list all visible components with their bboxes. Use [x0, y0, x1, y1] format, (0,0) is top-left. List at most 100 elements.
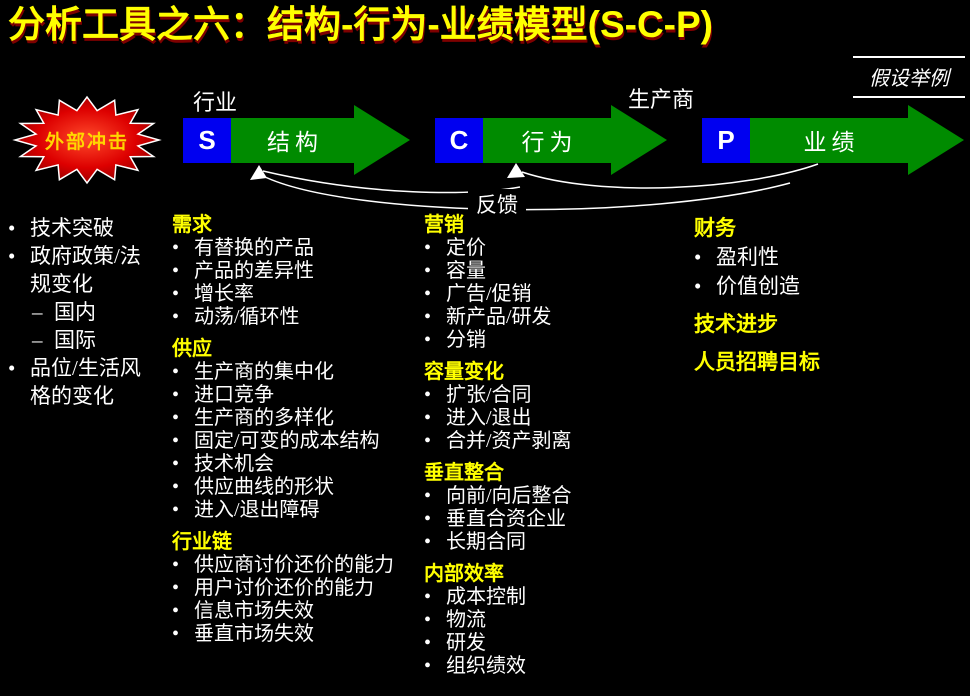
- conduct-letter-box: C: [435, 117, 483, 163]
- performance-arrow-label: 业绩: [750, 117, 908, 163]
- list-item: –国内: [8, 298, 158, 326]
- list-item-text: 分销: [446, 329, 486, 351]
- dash-icon: –: [32, 328, 43, 352]
- structure-letter-box: S: [183, 117, 231, 163]
- list-item-text: 组织绩效: [446, 655, 526, 677]
- bullet-list: •成本控制•物流•研发•组织绩效: [424, 586, 664, 678]
- section-header: 需求: [172, 214, 212, 236]
- list-item-text: 成本控制: [446, 586, 526, 608]
- list-item-text: 容量: [446, 260, 486, 282]
- bullet-icon: •: [172, 384, 180, 406]
- list-item: • 组织绩效: [424, 655, 664, 678]
- bullet-icon: •: [424, 508, 432, 530]
- list-item: • 垂直市场失效: [172, 623, 426, 646]
- list-item: •有替换的产品: [172, 237, 426, 260]
- list-item: •成本控制: [424, 586, 664, 609]
- bullet-icon: •: [172, 554, 180, 576]
- bullet-list: • 向前/向后整合• 垂直合资企业 • 长期合同: [424, 485, 664, 554]
- hypothetical-example-tag: 假设举例: [853, 56, 965, 98]
- list-item: •容量: [424, 260, 664, 283]
- bullet-icon: •: [424, 283, 432, 305]
- column-structure: 需求•有替换的产品•产品的差异性•增长率•动荡/循环性供应•生产商的集中化•进口…: [172, 214, 426, 646]
- list-item: • 价值创造: [694, 272, 954, 301]
- bullet-icon: •: [172, 577, 180, 599]
- list-item: •广告/促销: [424, 283, 664, 306]
- bullet-icon: •: [8, 356, 16, 380]
- list-item: • 进入/退出: [424, 407, 664, 430]
- bullet-icon: •: [172, 453, 180, 475]
- list-item: •增长率: [172, 283, 426, 306]
- section-header: 人员招聘目标: [694, 350, 820, 374]
- list-item-text: 长期合同: [446, 531, 526, 553]
- list-item: •政府政策/法规变化: [8, 242, 158, 298]
- list-item-text: 产品的差异性: [194, 260, 314, 282]
- list-item: •定价: [424, 237, 664, 260]
- list-item-text: 垂直市场失效: [194, 623, 314, 645]
- bullet-icon: •: [424, 407, 432, 429]
- list-item: •生产商的集中化: [172, 361, 426, 384]
- list-item-text: 进入/退出障碍: [194, 499, 320, 521]
- list-item: •进口竞争: [172, 384, 426, 407]
- bullet-icon: •: [424, 430, 432, 452]
- list-item-text: 垂直合资企业: [446, 508, 566, 530]
- column-external-shocks: •技术突破•政府政策/法规变化–国内–国际•品位/生活风格的变化: [8, 214, 158, 410]
- list-item-text: 扩张/合同: [446, 384, 532, 406]
- bullet-icon: •: [694, 274, 702, 298]
- list-item-text: 向前/向后整合: [446, 485, 572, 507]
- list-item: • 用户讨价还价的能力: [172, 577, 426, 600]
- industry-label: 行业: [193, 90, 238, 115]
- list-item-text: 价值创造: [716, 274, 800, 298]
- list-item-text: 进入/退出: [446, 407, 532, 429]
- list-item: • 向前/向后整合: [424, 485, 664, 508]
- bullet-icon: •: [172, 623, 180, 645]
- list-item-text: 合并/资产剥离: [446, 430, 572, 452]
- conduct-arrow: C 行为: [435, 105, 667, 175]
- section-header: 技术进步: [694, 312, 778, 336]
- arrow-head-icon: [611, 105, 667, 175]
- list-item-text: 供应曲线的形状: [194, 476, 334, 498]
- bullet-icon: •: [424, 632, 432, 654]
- list-item-text: 技术突破: [30, 216, 114, 240]
- list-item: –国际: [8, 326, 158, 354]
- list-item: •动荡/循环性: [172, 306, 426, 329]
- bullet-icon: •: [424, 485, 432, 507]
- structure-arrow-label: 结构: [231, 117, 354, 163]
- bullet-icon: •: [424, 655, 432, 677]
- bullet-icon: •: [172, 306, 180, 328]
- external-shock-burst: 外部冲击: [12, 94, 162, 186]
- list-item: •生产商的多样化: [172, 407, 426, 430]
- bullet-list: •供应商讨价还价的能力•用户讨价还价的能力•信息市场失效•垂直市场失效: [172, 554, 426, 646]
- bullet-icon: •: [424, 329, 432, 351]
- list-item-text: 用户讨价还价的能力: [194, 577, 374, 599]
- list-item-text: 技术机会: [194, 453, 274, 475]
- bullet-list: •定价•容量•广告/促销•新产品/研发•分销: [424, 237, 664, 352]
- section-header: 垂直整合: [424, 462, 504, 484]
- list-item-text: 研发: [446, 632, 486, 654]
- performance-arrow: P 业绩: [702, 105, 964, 175]
- list-item: • 合并/资产剥离: [424, 430, 664, 453]
- list-item-text: 盈利性: [716, 245, 779, 269]
- list-item: • 进入/退出障碍: [172, 499, 426, 522]
- list-item-text: 固定/可变的成本结构: [194, 430, 380, 452]
- bullet-icon: •: [172, 499, 180, 521]
- section-header: 营销: [424, 214, 464, 236]
- section-header: 内部效率: [424, 563, 504, 585]
- list-item: •技术突破: [8, 214, 158, 242]
- bullet-icon: •: [424, 384, 432, 406]
- list-item-text: 供应商讨价还价的能力: [194, 554, 394, 576]
- list-item-text: 政府政策/法规变化: [30, 244, 141, 296]
- external-shock-label: 外部冲击: [44, 131, 129, 153]
- bullet-list: •技术突破•政府政策/法规变化–国内–国际•品位/生活风格的变化: [8, 214, 158, 410]
- bullet-icon: •: [172, 430, 180, 452]
- list-item-text: 有替换的产品: [194, 237, 314, 259]
- list-item: •盈利性: [694, 243, 954, 272]
- bullet-icon: •: [424, 237, 432, 259]
- arrow-head-icon: [908, 105, 964, 175]
- list-item: •供应曲线的形状: [172, 476, 426, 499]
- list-item-text: 增长率: [194, 283, 254, 305]
- list-item: • 分销: [424, 329, 664, 352]
- bullet-icon: •: [424, 609, 432, 631]
- bullet-icon: •: [172, 260, 180, 282]
- conduct-arrow-label: 行为: [483, 117, 611, 163]
- dash-icon: –: [32, 300, 43, 324]
